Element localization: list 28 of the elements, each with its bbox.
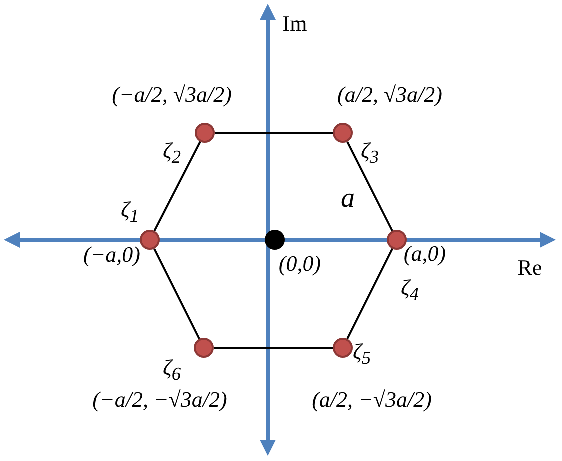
coordinate-label: (a/2, √3a/2) [338,82,442,108]
coordinate-label: (0,0) [278,251,322,277]
hexagon-side [214,347,333,349]
vertex-point [194,338,214,358]
hexagon-side [154,248,200,340]
root-label: ζ$_{6}$ [162,354,182,386]
hexagon-side [346,141,394,232]
axis-label: Im [282,11,308,37]
coordinate-label: (−a,0) [84,242,140,268]
edge-label: a [341,182,355,214]
origin-point [265,230,285,250]
coordinate-label: (a,0) [404,241,446,267]
coordinate-label: (a/2, −√3a/2) [312,387,432,413]
hexagon-side [346,248,394,340]
coordinate-label: (−a/2, √3a/2) [112,82,232,108]
root-label: ζ$_{1}$ [120,196,140,228]
root-label: ζ$_{2}$ [162,138,182,168]
hexagon-side [154,141,202,232]
root-label: ζ$_{5}$ [352,338,372,370]
vertex-point [333,123,353,143]
vertex-point [140,230,160,250]
hexagon-side [215,132,333,134]
root-label: ζ$_{4}$ [400,274,420,306]
coordinate-label: (−a/2, −√3a/2) [92,387,228,413]
axis-label: Re [518,255,542,281]
vertex-point [333,338,353,358]
vertex-point [195,123,215,143]
root-label: ζ$_{3}$ [360,138,380,168]
